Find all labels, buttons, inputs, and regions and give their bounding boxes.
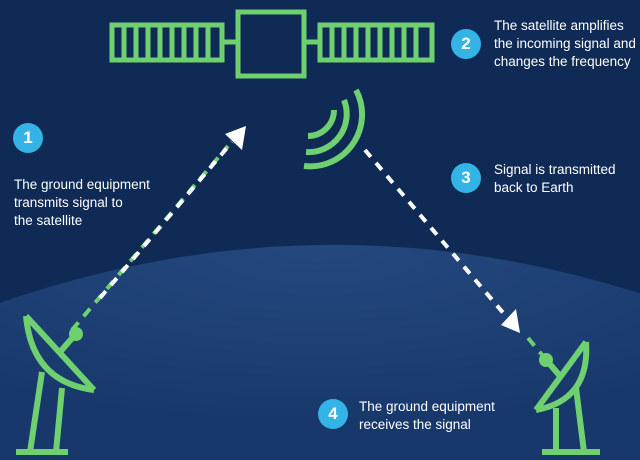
step-3-badge: 3	[451, 163, 481, 193]
step-1-line: The ground equipment	[14, 177, 150, 192]
uplink-arrow-icon	[70, 126, 246, 332]
earth-surface	[0, 244, 640, 460]
step-3-line: back to Earth	[494, 180, 574, 195]
satellite-dish-icon	[533, 340, 600, 455]
step-3-text: Signal is transmitted back to Earth	[494, 161, 616, 197]
step-4-line: The ground equipment	[359, 399, 495, 414]
step-4-badge: 4	[318, 399, 348, 429]
step-2-line: The satellite amplifies	[494, 18, 624, 33]
step-1-text: The ground equipment transmits signal to…	[14, 176, 150, 230]
step-4-text: The ground equipment receives the signal	[359, 398, 495, 434]
step-2-line: changes the frequency	[494, 54, 631, 69]
step-2-text: The satellite amplifies the incoming sig…	[494, 17, 636, 71]
satellite-icon	[109, 9, 435, 79]
step-2-line: the incoming signal and	[494, 36, 636, 51]
step-3-line: Signal is transmitted	[494, 162, 616, 177]
step-2-badge: 2	[451, 29, 481, 59]
step-1-line: transmits signal to	[14, 195, 123, 210]
step-4-line: receives the signal	[359, 417, 471, 432]
step-1-badge: 1	[13, 123, 43, 153]
step-1-line: the satellite	[14, 213, 83, 228]
signal-waves-icon	[303, 88, 366, 170]
satellite-dish-icon	[16, 313, 97, 455]
